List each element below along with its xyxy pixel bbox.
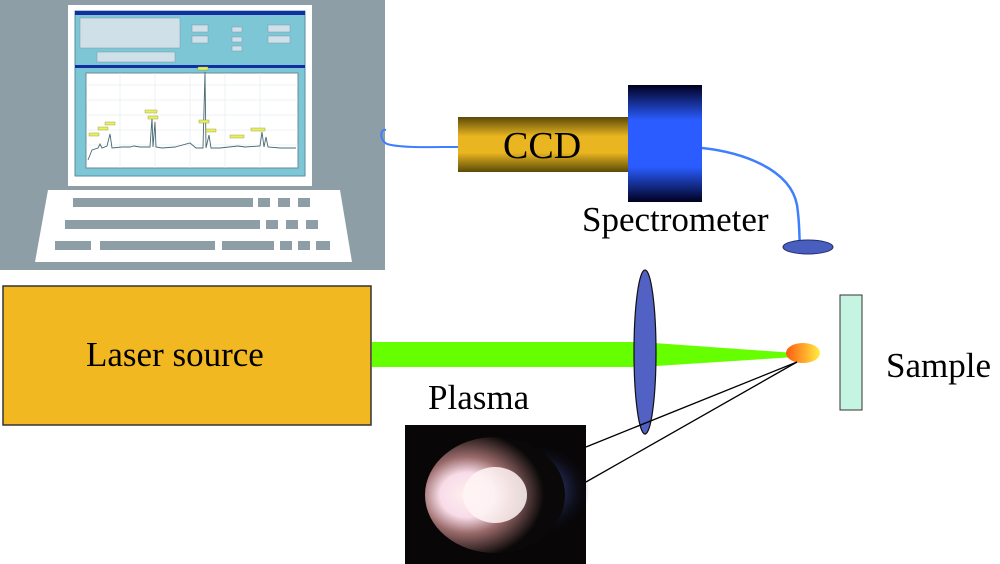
laser-beam (372, 342, 640, 367)
spectrometer-label: Spectrometer (582, 200, 769, 239)
zoom-line-bottom (585, 361, 798, 483)
focused-beam (640, 342, 795, 367)
laser-source-label: Laser source (86, 335, 264, 374)
focusing-lens (633, 269, 657, 435)
spectrum-line (87, 71, 296, 161)
fiber-collector (782, 239, 834, 255)
computer-cable (380, 128, 459, 149)
plasma-photo (405, 425, 590, 564)
sample-label: Sample (886, 346, 991, 385)
computer (0, 0, 385, 270)
sample (839, 294, 863, 411)
plasma-label: Plasma (428, 378, 530, 417)
ccd-label: CCD (503, 125, 582, 167)
zoom-line-top (585, 361, 798, 448)
laser-source (2, 285, 372, 426)
ccd-camera (458, 117, 629, 172)
optical-fiber (701, 146, 802, 246)
plasma-spark (786, 343, 820, 363)
spectrometer (628, 85, 702, 202)
